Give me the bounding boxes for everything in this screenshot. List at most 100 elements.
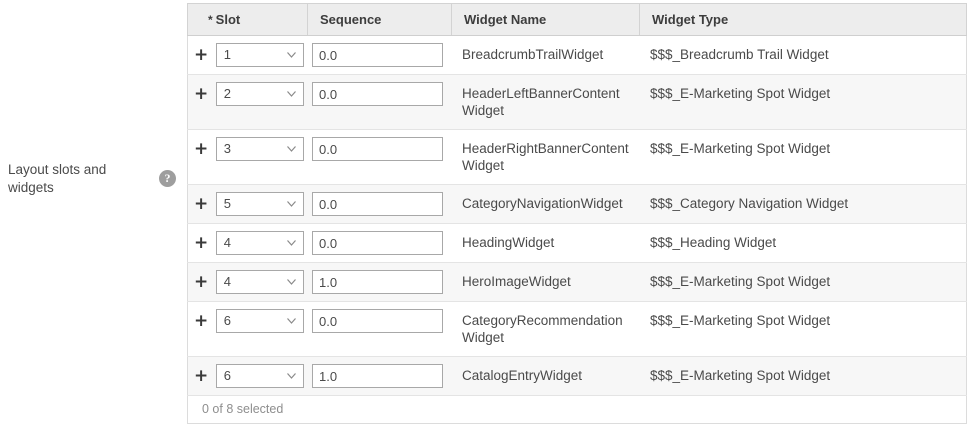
expand-row-icon[interactable]: + [194, 366, 209, 386]
layout-widgets-grid-wrapper: *Slot Sequence Widget Name Widget Type [187, 3, 967, 424]
cell-slot: + 5 [187, 184, 308, 224]
slot-select-value: 1 [223, 47, 231, 62]
cell-sequence [307, 184, 452, 224]
cell-slot: + 2 [187, 74, 308, 130]
sequence-input[interactable] [312, 137, 443, 161]
expand-row-icon[interactable]: + [194, 272, 209, 292]
column-header-widget-type[interactable]: Widget Type [639, 3, 967, 36]
sequence-input[interactable] [312, 231, 443, 255]
table-body: + 1 BreadcrumbTrailWidget $$$_Breadcrumb… [187, 35, 967, 396]
table-row: + 6 CatalogEntryWidget $$$_E-Marketing S… [187, 356, 967, 396]
cell-slot: + 4 [187, 262, 308, 302]
expand-row-icon[interactable]: + [194, 311, 209, 331]
sequence-input[interactable] [312, 43, 443, 67]
slot-select[interactable]: 3 [215, 137, 304, 161]
cell-slot: + 6 [187, 301, 308, 357]
slot-select[interactable]: 4 [215, 231, 304, 255]
slot-select-value: 4 [223, 274, 231, 289]
table-row: + 6 CategoryRecommendationWidget $$$_E-M… [187, 301, 967, 357]
field-label-area: Layout slots and widgets ? [0, 0, 187, 406]
sequence-input[interactable] [312, 309, 443, 333]
slot-select[interactable]: 2 [215, 82, 304, 106]
cell-slot: + 6 [187, 356, 308, 396]
expand-row-icon[interactable]: + [194, 233, 209, 253]
cell-slot: + 3 [187, 129, 308, 185]
slot-select-value: 6 [223, 368, 231, 383]
chevron-down-icon [286, 240, 296, 246]
chevron-down-icon [286, 279, 296, 285]
cell-widget-type: $$$_Breadcrumb Trail Widget [639, 35, 967, 75]
cell-sequence [307, 74, 452, 130]
slot-select-value: 2 [223, 86, 231, 101]
cell-sequence [307, 223, 452, 263]
cell-sequence [307, 301, 452, 357]
table-row: + 2 HeaderLeftBannerContentWidget $$$_E-… [187, 74, 967, 130]
chevron-down-icon [286, 373, 296, 379]
table-row: + 4 HeroImageWidget $$$_E-Marketing Spot… [187, 262, 967, 302]
cell-sequence [307, 129, 452, 185]
slot-select-value: 5 [223, 196, 231, 211]
cell-widget-type: $$$_Heading Widget [639, 223, 967, 263]
slot-select-value: 4 [223, 235, 231, 250]
cell-sequence [307, 35, 452, 75]
cell-widget-type: $$$_E-Marketing Spot Widget [639, 262, 967, 302]
expand-row-icon[interactable]: + [194, 45, 209, 65]
cell-widget-name: HeroImageWidget [451, 262, 640, 302]
slot-select[interactable]: 4 [215, 270, 304, 294]
cell-widget-type: $$$_E-Marketing Spot Widget [639, 356, 967, 396]
cell-widget-name: HeaderRightBannerContentWidget [451, 129, 640, 185]
cell-widget-name: BreadcrumbTrailWidget [451, 35, 640, 75]
cell-widget-name: CategoryRecommendationWidget [451, 301, 640, 357]
column-header-sequence-label: Sequence [320, 12, 382, 27]
required-asterisk: * [208, 13, 213, 27]
page-title: Layout slots and widgets [8, 162, 107, 195]
cell-widget-type: $$$_E-Marketing Spot Widget [639, 74, 967, 130]
table-header: *Slot Sequence Widget Name Widget Type [187, 3, 967, 36]
sequence-input[interactable] [312, 192, 443, 216]
column-header-sequence[interactable]: Sequence [307, 3, 452, 36]
cell-slot: + 4 [187, 223, 308, 263]
help-circle-icon[interactable]: ? [159, 170, 176, 187]
slot-select-value: 6 [223, 313, 231, 328]
table-header-row: *Slot Sequence Widget Name Widget Type [187, 3, 967, 36]
slot-select[interactable]: 6 [215, 309, 304, 333]
chevron-down-icon [286, 52, 296, 58]
cell-widget-name: HeaderLeftBannerContentWidget [451, 74, 640, 130]
cell-widget-type: $$$_E-Marketing Spot Widget [639, 129, 967, 185]
cell-widget-name: CatalogEntryWidget [451, 356, 640, 396]
expand-row-icon[interactable]: + [194, 84, 209, 104]
cell-widget-name: CategoryNavigationWidget [451, 184, 640, 224]
column-header-slot-label: Slot [215, 12, 241, 27]
sequence-input[interactable] [312, 364, 443, 388]
table-footer: 0 of 8 selected [187, 395, 967, 424]
expand-row-icon[interactable]: + [194, 194, 209, 214]
cell-sequence [307, 262, 452, 302]
chevron-down-icon [286, 146, 296, 152]
column-header-widget-type-label: Widget Type [652, 12, 729, 27]
column-header-widget-name[interactable]: Widget Name [451, 3, 640, 36]
sequence-input[interactable] [312, 82, 443, 106]
table-footer-row: 0 of 8 selected [187, 395, 967, 424]
column-header-slot[interactable]: *Slot [187, 3, 308, 36]
slot-select[interactable]: 1 [215, 43, 304, 67]
slot-select-value: 3 [223, 141, 231, 156]
chevron-down-icon [286, 201, 296, 207]
cell-widget-type: $$$_Category Navigation Widget [639, 184, 967, 224]
layout-widgets-table: *Slot Sequence Widget Name Widget Type [187, 3, 967, 424]
expand-row-icon[interactable]: + [194, 139, 209, 159]
cell-widget-type: $$$_E-Marketing Spot Widget [639, 301, 967, 357]
table-row: + 1 BreadcrumbTrailWidget $$$_Breadcrumb… [187, 35, 967, 75]
column-header-widget-name-label: Widget Name [464, 12, 547, 27]
slot-select[interactable]: 5 [215, 192, 304, 216]
cell-widget-name: HeadingWidget [451, 223, 640, 263]
slot-select[interactable]: 6 [215, 364, 304, 388]
table-row: + 3 HeaderRightBannerContentWidget $$$_E… [187, 129, 967, 185]
sequence-input[interactable] [312, 270, 443, 294]
chevron-down-icon [286, 318, 296, 324]
selection-status: 0 of 8 selected [187, 395, 967, 424]
cell-slot: + 1 [187, 35, 308, 75]
chevron-down-icon [286, 91, 296, 97]
table-row: + 5 CategoryNavigationWidget $$$_Categor… [187, 184, 967, 224]
cell-sequence [307, 356, 452, 396]
